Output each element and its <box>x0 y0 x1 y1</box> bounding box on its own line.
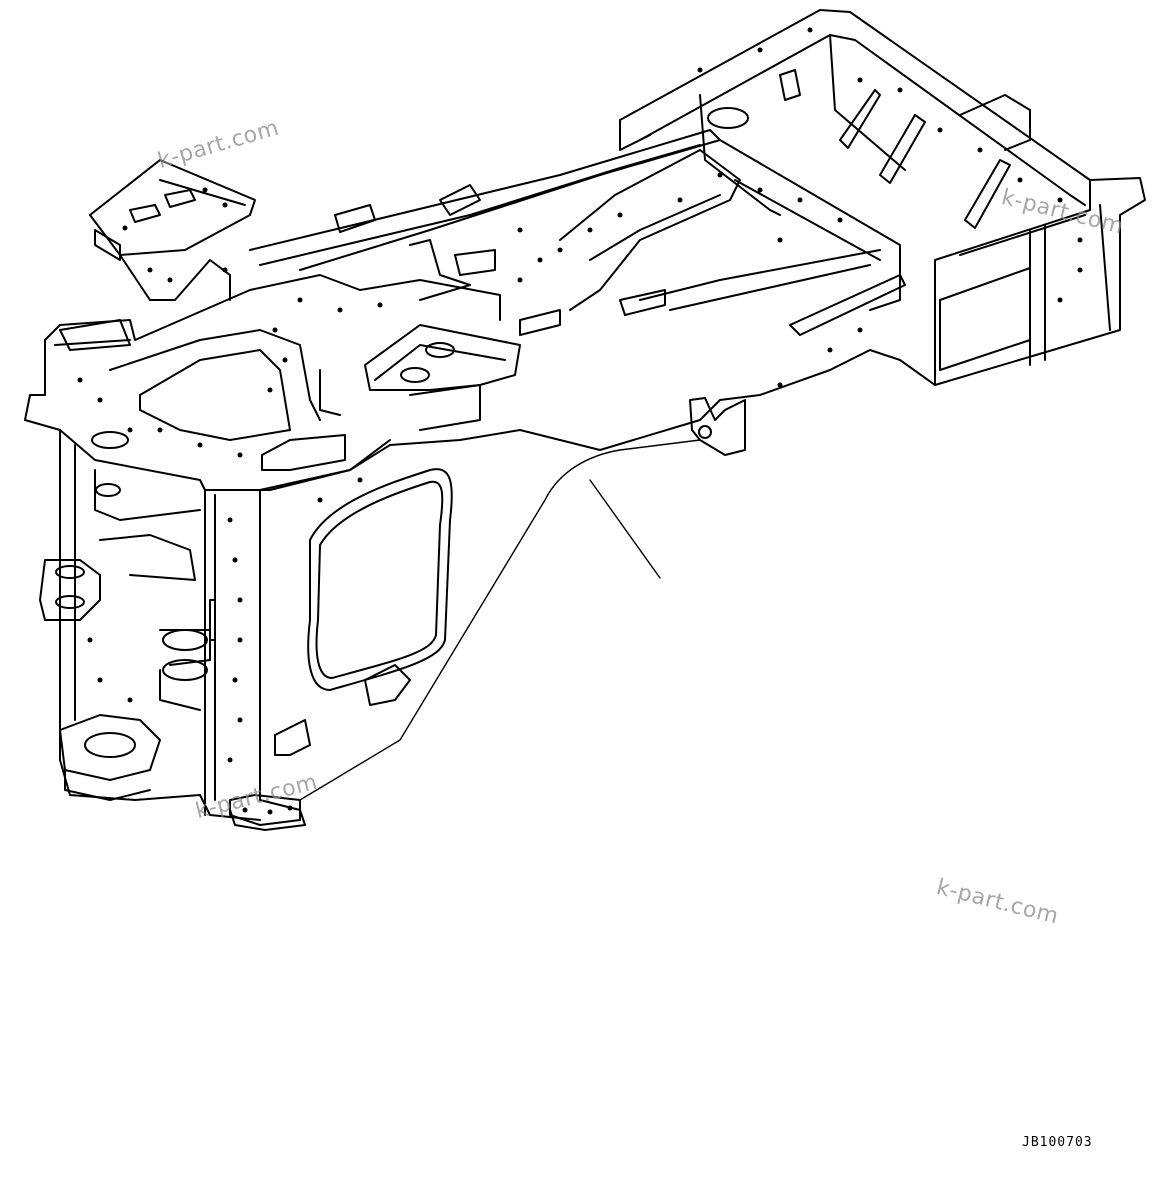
drawing-code: JB100703 <box>1022 1135 1093 1150</box>
side-rails <box>249 129 906 336</box>
front-main-frame <box>24 159 521 497</box>
bolt-holes <box>77 27 1083 815</box>
rear-frame-box <box>619 9 1146 386</box>
leader-line <box>299 439 701 801</box>
side-plate <box>259 349 871 756</box>
front-leg-structure <box>39 429 306 831</box>
